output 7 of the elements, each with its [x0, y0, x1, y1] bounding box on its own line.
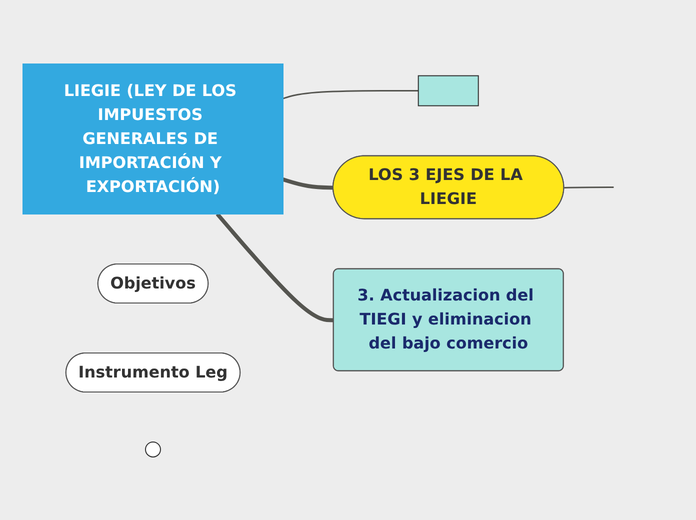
node-box: [418, 74, 478, 106]
connector: [282, 177, 334, 190]
connector: [282, 90, 418, 99]
node-circle: [144, 440, 161, 457]
node-box: LIEGIE (LEY DE LOS IMPUESTOS GENERALES DE IMPORTACIÓN Y EXPORTACIÓN): [22, 63, 284, 214]
connector: [215, 212, 334, 322]
connector: [564, 186, 614, 188]
